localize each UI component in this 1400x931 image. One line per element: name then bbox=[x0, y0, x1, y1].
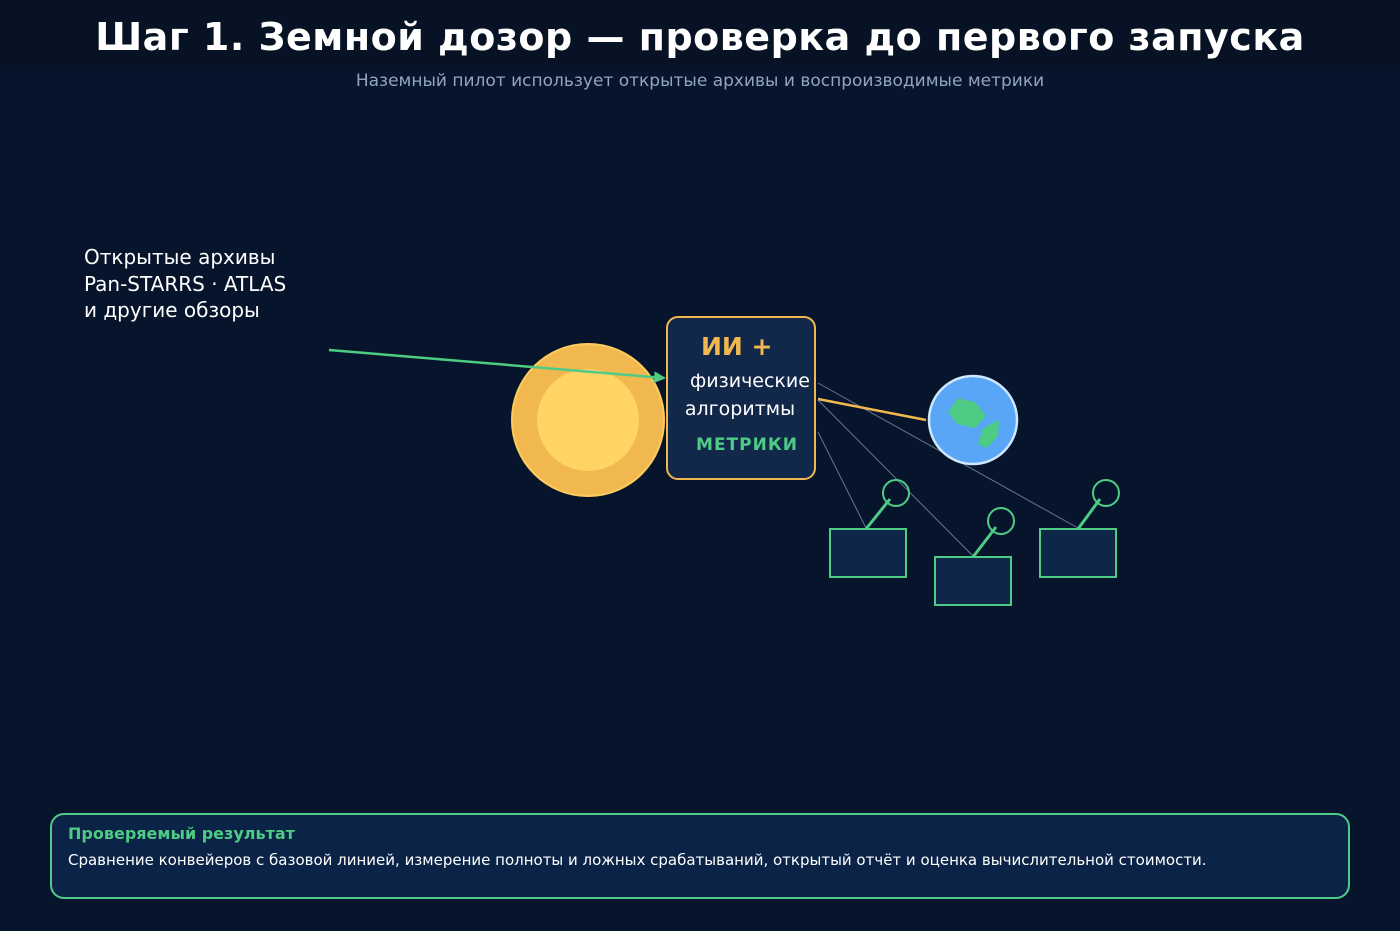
result-text: Сравнение конвейеров с базовой линией, и… bbox=[68, 851, 1207, 869]
ground-telescope-icon bbox=[1039, 479, 1120, 578]
ai-box-line: физические bbox=[690, 370, 810, 392]
archive-line: Открытые архивы bbox=[84, 245, 276, 269]
archive-line: и другие обзоры bbox=[84, 298, 260, 322]
data-flow-arrow bbox=[328, 348, 666, 384]
ground-telescope-icon bbox=[934, 507, 1015, 606]
page-title: Шаг 1. Земной дозор — проверка до первог… bbox=[95, 15, 1305, 59]
earth-link bbox=[817, 397, 927, 422]
ai-box-heading: ИИ + bbox=[701, 332, 773, 361]
ground-telescope-icon bbox=[829, 479, 910, 578]
ai-box-line: алгоритмы bbox=[684, 398, 796, 420]
archive-line: Pan-STARRS · ATLAS bbox=[84, 271, 287, 296]
ai-physics-box: ИИ + физические алгоритмы МЕТРИКИ bbox=[666, 316, 816, 480]
page-subtitle: Наземный пилот использует открытые архив… bbox=[355, 71, 1045, 91]
result-panel: Проверяемый результат Сравнение конвейер… bbox=[50, 813, 1350, 899]
archive-sources-label: Открытые архивы Pan-STARRS · ATLAS и дру… bbox=[84, 244, 286, 324]
earth-icon bbox=[927, 374, 1019, 466]
ai-box-metrics: МЕТРИКИ bbox=[696, 435, 798, 455]
sun-icon bbox=[511, 343, 665, 497]
title-band bbox=[0, 0, 1400, 70]
result-title: Проверяемый результат bbox=[68, 824, 295, 843]
